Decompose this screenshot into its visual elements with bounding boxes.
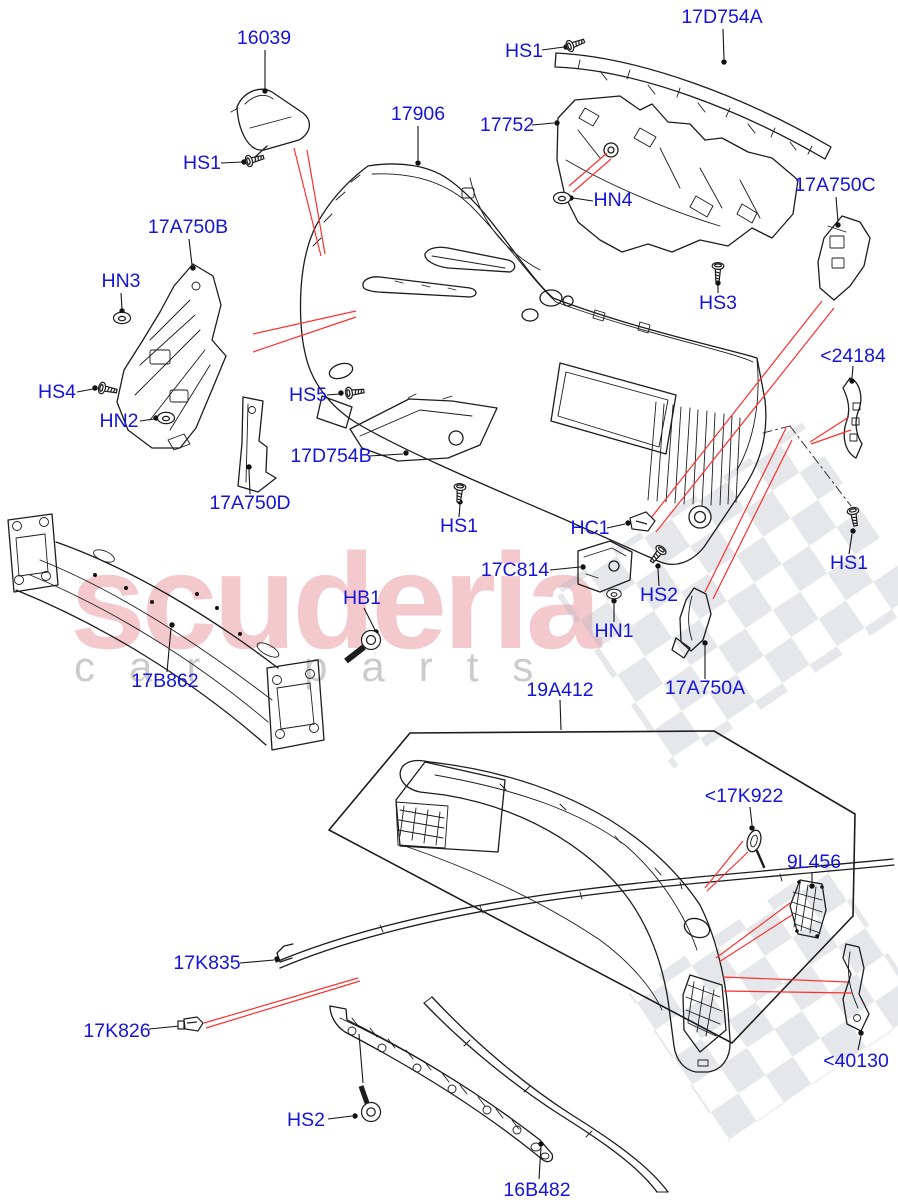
watermark-sub-text: car parts bbox=[74, 643, 567, 690]
part-16039-bracket bbox=[230, 88, 310, 159]
part-19a412-group-box bbox=[328, 730, 856, 1044]
part-label-19a412[interactable]: 19A412 bbox=[526, 679, 593, 701]
screw-hs4-icon bbox=[96, 381, 119, 398]
part-label-17a750c[interactable]: 17A750C bbox=[794, 174, 875, 196]
part-label-9l456[interactable]: 9L456 bbox=[787, 851, 841, 873]
part-label-17k826[interactable]: 17K826 bbox=[83, 1020, 150, 1042]
label-leader-lines bbox=[76, 28, 864, 1180]
screw-hs1-top-left-icon bbox=[243, 150, 266, 169]
part-label-hs1-d[interactable]: HS1 bbox=[830, 552, 868, 574]
part-17906-bumper-cover bbox=[299, 163, 767, 565]
part-label-hn3[interactable]: HN3 bbox=[101, 270, 140, 292]
part-label-hs2-b[interactable]: HS2 bbox=[287, 1109, 325, 1131]
part-label-17k835[interactable]: 17K835 bbox=[173, 952, 240, 974]
part-label-hc1[interactable]: HC1 bbox=[570, 517, 609, 539]
part-label-17d754a[interactable]: 17D754A bbox=[681, 6, 762, 28]
part-17752-bumper-absorber bbox=[556, 95, 799, 253]
part-label-hs4[interactable]: HS4 bbox=[38, 381, 76, 403]
nut-hn2-icon bbox=[156, 411, 176, 425]
part-17b862-bumper-beam bbox=[7, 513, 325, 751]
part-label-17a750a[interactable]: 17A750A bbox=[665, 677, 745, 699]
checkered-flag-band-lower bbox=[628, 860, 898, 1142]
part-17a750a-bracket bbox=[671, 587, 712, 659]
part-16b482-skid-plate bbox=[329, 1005, 554, 1163]
part-label-hn4[interactable]: HN4 bbox=[593, 189, 632, 211]
part-label-16039[interactable]: 16039 bbox=[237, 27, 291, 49]
part-label-hs2-a[interactable]: HS2 bbox=[640, 584, 678, 606]
part-label-17d754b[interactable]: 17D754B bbox=[290, 445, 371, 467]
part-label-17a750d[interactable]: 17A750D bbox=[209, 492, 290, 514]
part-17d754a-upper-strip bbox=[554, 52, 832, 160]
bolt-hb1-icon bbox=[344, 629, 382, 664]
part-label-hs1-c[interactable]: HS1 bbox=[440, 515, 478, 537]
nut-hn1-icon bbox=[606, 588, 622, 600]
part-19a412-lower-valance bbox=[395, 759, 731, 1073]
part-label-16b482[interactable]: 16B482 bbox=[503, 1179, 570, 1200]
part-label-hn2[interactable]: HN2 bbox=[99, 410, 138, 432]
part-label-17b862[interactable]: 17B862 bbox=[131, 670, 198, 692]
watermark-brand-text: scuderia bbox=[70, 525, 603, 677]
screw-hs1-top-right-icon bbox=[564, 34, 587, 54]
part-17a750b-side-bracket bbox=[116, 263, 227, 451]
part-middle-trim-strip bbox=[423, 996, 669, 1193]
part-label-hs5[interactable]: HS5 bbox=[289, 384, 327, 406]
screw-hs2-bottom-icon bbox=[358, 1085, 382, 1123]
assembly-axis-line-2 bbox=[762, 425, 791, 434]
part-9l456-mesh-grille bbox=[789, 879, 827, 939]
screw-hs3-icon bbox=[711, 261, 725, 282]
part-label-hs1-b[interactable]: HS1 bbox=[505, 40, 543, 62]
assembly-axis-line bbox=[789, 425, 852, 507]
screw-hs1-center-icon bbox=[452, 482, 467, 504]
part-17c814-tow-bracket bbox=[577, 540, 633, 593]
part-17a750c-bracket bbox=[817, 215, 871, 301]
checkered-flag-band-upper bbox=[553, 422, 898, 769]
part-17a750d-bracket bbox=[237, 396, 277, 493]
part-17k922-tow-eye-cap bbox=[746, 829, 766, 869]
part-label-lt40130[interactable]: <40130 bbox=[823, 1050, 889, 1072]
red-leader-lines bbox=[203, 147, 853, 1029]
screw-hs5-icon bbox=[344, 384, 366, 400]
part-label-17752[interactable]: 17752 bbox=[480, 114, 534, 136]
nut-hn3-icon bbox=[112, 311, 132, 325]
part-label-hn1[interactable]: HN1 bbox=[594, 620, 633, 642]
clip-17k826-icon bbox=[177, 1016, 204, 1032]
part-24184-support-strip bbox=[842, 377, 863, 459]
part-label-hb1[interactable]: HB1 bbox=[343, 587, 381, 609]
part-label-17a750b[interactable]: 17A750B bbox=[148, 216, 228, 238]
part-17k835-trim-strip bbox=[275, 858, 895, 969]
part-label-17906[interactable]: 17906 bbox=[391, 103, 445, 125]
clip-hc1-icon bbox=[629, 511, 656, 532]
part-label-lt17k922[interactable]: <17K922 bbox=[705, 785, 784, 807]
part-label-17c814[interactable]: 17C814 bbox=[481, 559, 549, 581]
nut-hn4-icon bbox=[552, 191, 572, 205]
part-label-hs1-a[interactable]: HS1 bbox=[183, 152, 221, 174]
part-label-lt24184[interactable]: <24184 bbox=[820, 345, 886, 367]
part-label-hs3[interactable]: HS3 bbox=[699, 292, 737, 314]
part-17d754b-corner-piece bbox=[349, 393, 498, 462]
watermark: scuderia car parts bbox=[70, 422, 898, 1142]
